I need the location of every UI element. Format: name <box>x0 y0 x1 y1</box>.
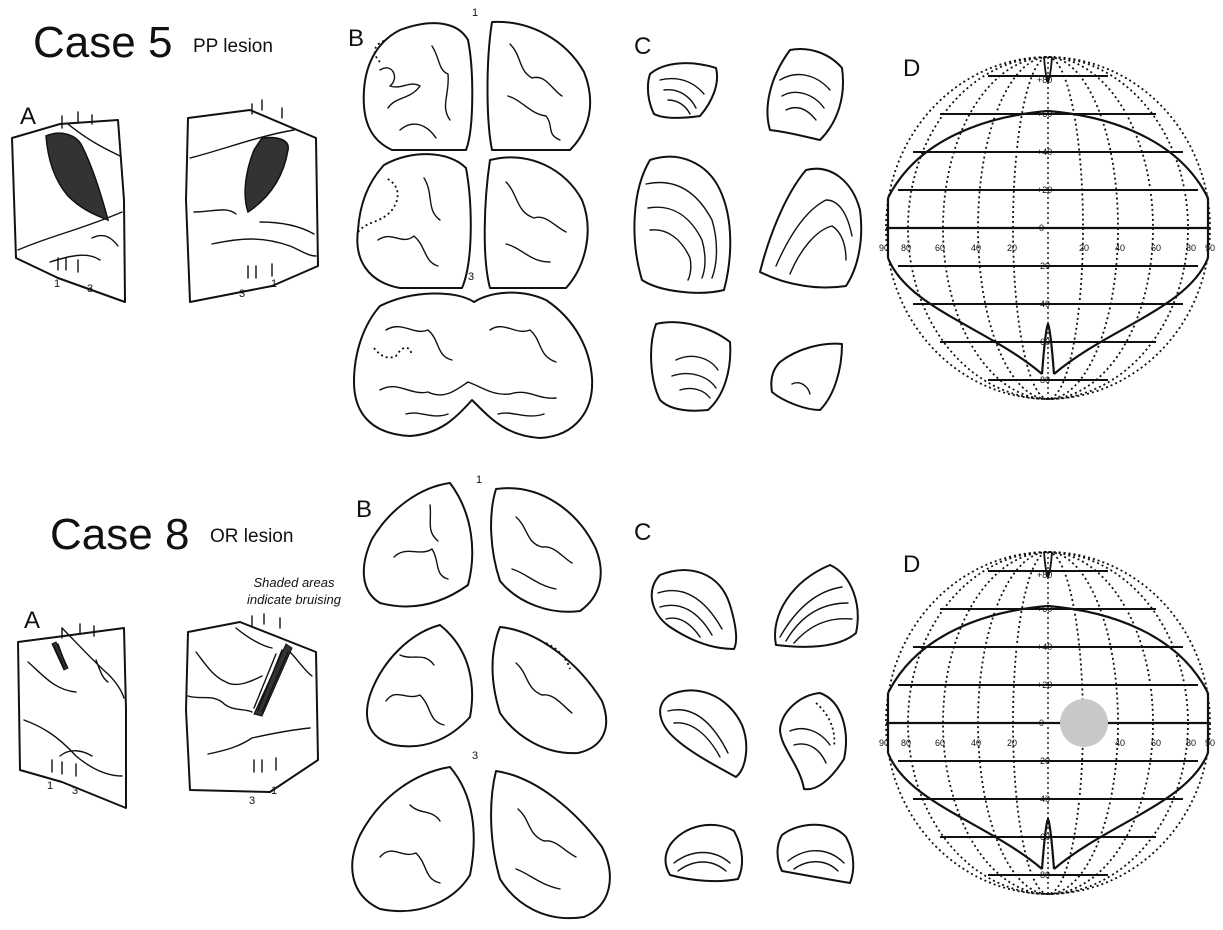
case8-right-mark-3: 3 <box>249 795 255 807</box>
case8-tick-r90: 90 <box>1205 738 1215 748</box>
case5-tick-m40: -40 <box>1037 299 1050 309</box>
case8-visual-field-chart: +80 +60 +40 +20 0 -20 -40 -60 -80 90 80 … <box>883 550 1218 905</box>
case8-lgn-section-1-right <box>775 565 858 647</box>
case8-tick-r60: 60 <box>1151 738 1161 748</box>
case8-right-mark-1: 1 <box>271 785 277 797</box>
case8-tick-l40: 40 <box>971 738 981 748</box>
case8-lgn-section-2-left <box>660 690 746 777</box>
case8-tick-m20: -20 <box>1037 756 1050 766</box>
case8-lgn-sections <box>630 545 880 905</box>
case5-tick-r80: 80 <box>1186 243 1196 253</box>
case8-tick-m80: -80 <box>1037 870 1050 880</box>
case5-lgn-section-2-left <box>634 157 730 293</box>
case5-tick-r90: 90 <box>1205 243 1215 253</box>
case8-lateral-views: 1 3 3 1 <box>0 580 330 820</box>
case5-tick-r40: 40 <box>1115 243 1125 253</box>
case5-right-hemisphere-drawing <box>186 100 318 302</box>
case5-vertical-tick-labels: +80 +60 +40 +20 0 -20 -40 -60 -80 <box>1037 75 1052 385</box>
case8-lgn-section-3-right <box>778 825 854 883</box>
case8-tick-m40: -40 <box>1037 794 1050 804</box>
case5-section-label-1: 1 <box>472 7 478 19</box>
case5-tick-l20: 20 <box>1007 243 1017 253</box>
case5-tick-p60: +60 <box>1037 109 1052 119</box>
case5-tick-l60: 60 <box>935 243 945 253</box>
case5-lgn-section-3-left <box>651 322 730 410</box>
case8-scotoma-spot <box>1060 699 1108 747</box>
case8-lgn-section-3-left <box>666 825 743 881</box>
case8-tick-0: 0 <box>1039 718 1044 728</box>
case8-tick-l90: 90 <box>879 738 889 748</box>
case8-tick-r40: 40 <box>1115 738 1125 748</box>
case5-lgn-section-2-right <box>760 169 861 288</box>
case5-tick-p80: +80 <box>1037 75 1052 85</box>
case5-tick-m60: -60 <box>1037 337 1050 347</box>
case5-section-label-3: 3 <box>468 271 474 283</box>
case8-panel-c-label: C <box>634 519 651 547</box>
case8-tick-l80: 80 <box>901 738 911 748</box>
case8-section-label-3: 3 <box>472 750 478 762</box>
case5-coronal-sections: 1 3 <box>340 0 610 450</box>
case8-tick-l60: 60 <box>935 738 945 748</box>
case5-horizontal-tick-labels: 90 80 60 40 20 20 40 60 80 90 <box>879 243 1215 253</box>
case5-lateral-views: 1 3 3 1 <box>0 0 330 320</box>
case8-tick-p60: +60 <box>1037 604 1052 614</box>
case8-lgn-section-1-left <box>652 570 736 649</box>
case8-right-hemisphere-drawing <box>186 614 318 792</box>
case5-tick-r20: 20 <box>1079 243 1089 253</box>
case5-lgn-sections <box>620 40 880 430</box>
case8-lesion-label: OR lesion <box>210 526 293 548</box>
case8-tick-r80: 80 <box>1186 738 1196 748</box>
case8-section-3 <box>352 767 610 918</box>
case5-lgn-section-1-left <box>648 63 717 118</box>
case5-right-mark-1: 1 <box>271 278 277 290</box>
case5-section-2 <box>357 154 587 288</box>
case5-tick-p20: +20 <box>1037 185 1052 195</box>
case8-tick-l20: 20 <box>1007 738 1017 748</box>
case5-visual-field-chart: +80 +60 +40 +20 0 -20 -40 -60 -80 90 80 … <box>883 55 1218 410</box>
case5-tick-0: 0 <box>1039 223 1044 233</box>
case5-lgn-section-3-right <box>771 344 842 410</box>
case8-tick-p40: +40 <box>1037 642 1052 652</box>
case8-left-mark-3: 3 <box>72 785 78 797</box>
case8-lgn-section-2-right <box>780 693 846 789</box>
case5-tick-l90: 90 <box>879 243 889 253</box>
case5-tick-l80: 80 <box>901 243 911 253</box>
case8-vertical-tick-labels: +80 +60 +40 +20 0 -20 -40 -60 -80 <box>1037 570 1052 880</box>
case5-tick-r60: 60 <box>1151 243 1161 253</box>
case8-tick-p80: +80 <box>1037 570 1052 580</box>
case8-left-hemisphere-drawing <box>18 624 126 808</box>
case5-tick-m20: -20 <box>1037 261 1050 271</box>
case5-tick-l40: 40 <box>971 243 981 253</box>
case5-tick-p40: +40 <box>1037 147 1052 157</box>
case8-section-2 <box>367 625 606 753</box>
case5-section-1 <box>364 22 590 150</box>
case8-left-mark-1: 1 <box>47 780 53 792</box>
case5-left-mark-1: 1 <box>54 278 60 290</box>
case8-tick-m60: -60 <box>1037 832 1050 842</box>
case5-left-hemisphere-drawing <box>12 112 125 302</box>
case5-lgn-section-1-right <box>767 49 843 140</box>
case8-title: Case 8 <box>50 510 189 560</box>
case8-coronal-sections: 1 3 <box>340 465 630 930</box>
case8-horizontal-tick-labels: 90 80 60 40 20 40 60 80 90 <box>879 738 1215 748</box>
case5-section-3 <box>354 293 592 438</box>
case5-left-mark-3: 3 <box>87 283 93 295</box>
case8-section-1 <box>364 483 601 612</box>
case8-section-label-1: 1 <box>476 474 482 486</box>
case5-right-mark-3: 3 <box>239 288 245 300</box>
case8-tick-p20: +20 <box>1037 680 1052 690</box>
case5-tick-m80: -80 <box>1037 375 1050 385</box>
